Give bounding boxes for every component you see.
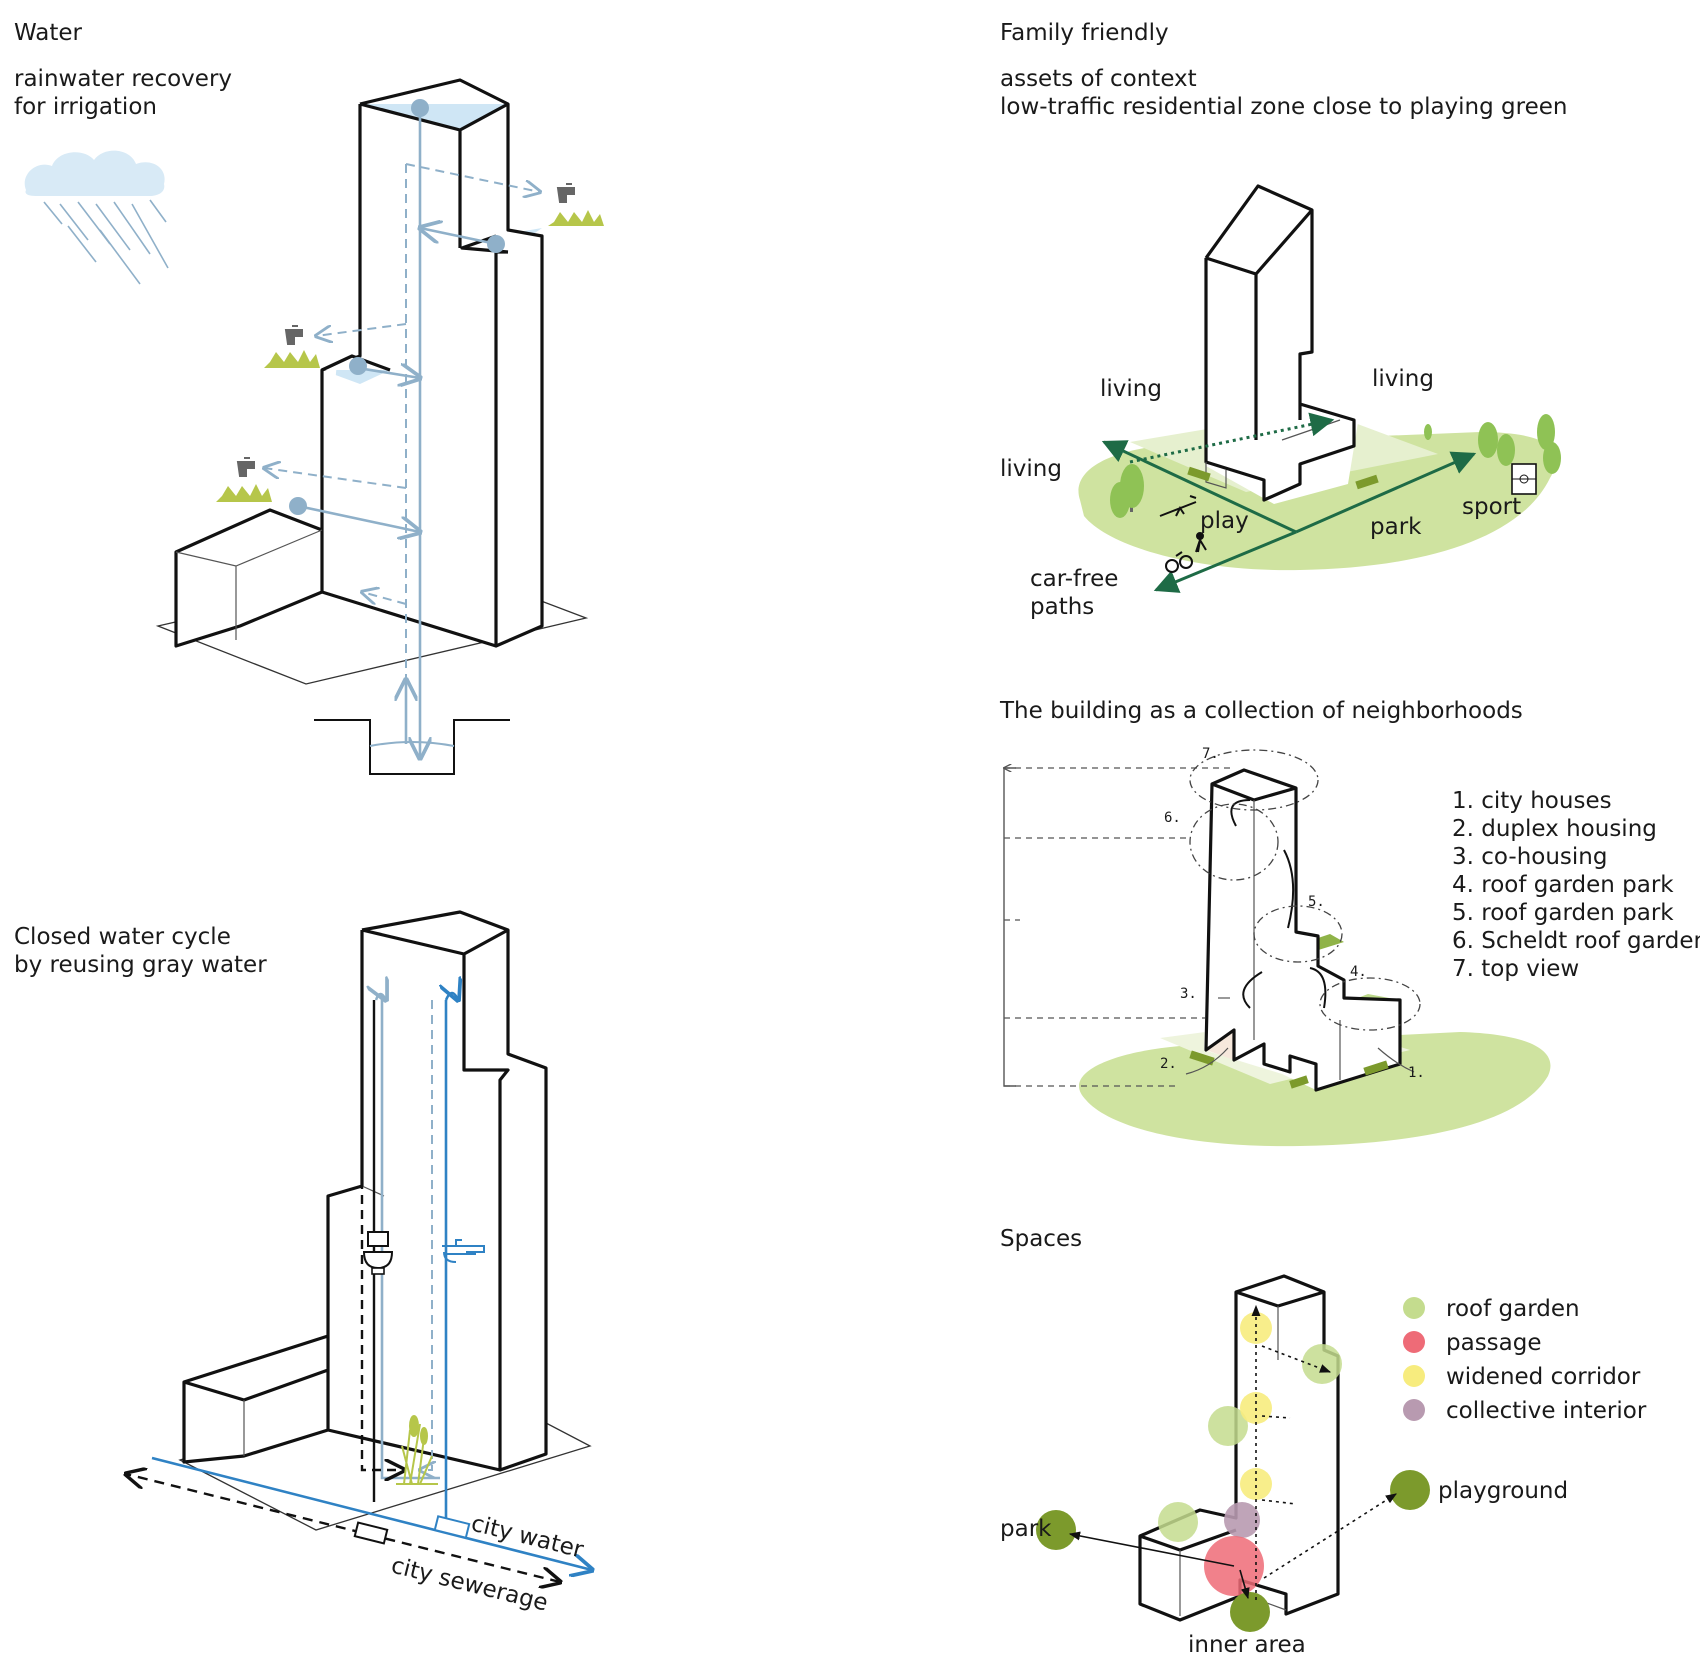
space-bubbles [1036,1312,1430,1632]
living-label-left: living [1000,456,1062,482]
cyclist-icon [1165,532,1207,573]
legend-swatch-roof-garden [1403,1297,1425,1319]
tree-icon [1424,414,1561,474]
spaces-legend: roof garden passage widened corridor col… [1403,1296,1647,1424]
sink-icon [442,1239,485,1263]
neighborhood-list: 1. city houses 2. duplex housing 3. co-h… [1452,788,1700,982]
playground-label: playground [1438,1478,1568,1504]
playground-seesaw-icon [1159,495,1197,517]
marker-5: 5. [1308,894,1325,910]
marker-7: 7. [1202,746,1219,762]
inner-area-label: inner area [1188,1632,1306,1657]
city-sewerage-label: city sewerage [389,1553,551,1617]
list-item: 6. Scheldt roof garden [1452,928,1700,954]
neighborhood-building [1189,768,1402,1092]
list-item: 2. duplex housing [1452,816,1657,842]
family-panel: Family friendly assets of context low-tr… [1000,20,1567,620]
marker-4: 4. [1350,964,1367,980]
water-building [174,78,544,648]
cycle-title-line2: by reusing gray water [14,952,267,978]
toilet-icon [362,1231,394,1275]
rain-cloud-icon [24,150,169,285]
marker-1: 1. [1408,1065,1425,1081]
park-space-label: park [1000,1516,1052,1542]
neighborhoods-title: The building as a collection of neighbor… [999,698,1523,724]
family-subtitle-line1: assets of context [1000,66,1197,92]
city-water-label: city water [469,1511,587,1564]
family-subtitle-line2: low-traffic residential zone close to pl… [1000,94,1567,120]
cycle-title-line1: Closed water cycle [14,924,231,950]
zone-circle-4 [1319,977,1421,1031]
water-panel: Water rainwater recovery for irrigation [14,20,604,775]
zone-circle-7 [1189,749,1319,811]
reed-plant-icon [396,1415,438,1485]
water-subtitle-line1: rainwater recovery [14,66,232,92]
living-label-right: living [1372,366,1434,392]
legend-label: roof garden [1446,1296,1580,1322]
rainwater-pipes [264,99,540,758]
rainwater-cistern [314,719,510,775]
zone-circle-5 [1253,905,1343,963]
tap-icon [548,183,604,226]
carfree-label-line1: car-free [1030,566,1118,592]
list-item: 3. co-housing [1452,844,1607,870]
legend-swatch-widened-corridor [1403,1365,1425,1387]
water-subtitle-line2: for irrigation [14,94,157,120]
living-label-top: living [1100,376,1162,402]
list-item: 4. roof garden park [1452,872,1674,898]
tap-icon [216,457,272,502]
carfree-label-line2: paths [1030,594,1094,620]
spaces-panel: Spaces roof g [1000,1226,1647,1657]
family-title: Family friendly [1000,20,1169,46]
water-title: Water [14,20,83,46]
legend-label: widened corridor [1446,1364,1641,1390]
neighborhoods-panel: The building as a collection of neighbor… [999,698,1700,1147]
tap-icon [264,325,320,368]
park-label: park [1370,514,1422,540]
tree-icon [1110,464,1144,518]
marker-2: 2. [1160,1056,1177,1072]
marker-6: 6. [1164,810,1181,826]
legend-swatch-passage [1403,1331,1425,1353]
list-item: 1. city houses [1452,788,1612,814]
spaces-title: Spaces [1000,1226,1082,1252]
list-item: 7. top view [1452,956,1579,982]
play-label: play [1200,508,1249,534]
legend-label: collective interior [1446,1398,1647,1424]
sport-label: sport [1462,494,1521,520]
zone-circle-6 [1189,803,1279,881]
legend-swatch-collective-interior [1403,1399,1425,1421]
sport-field-icon [1511,463,1537,495]
elevation-bracket [1003,767,1016,1087]
marker-3: 3. [1180,986,1197,1002]
list-item: 5. roof garden park [1452,900,1674,926]
cycle-building [182,910,548,1472]
water-cycle-panel: Closed water cycle by reusing gray water [14,910,592,1617]
legend-label: passage [1446,1330,1542,1356]
family-building [1187,184,1379,504]
